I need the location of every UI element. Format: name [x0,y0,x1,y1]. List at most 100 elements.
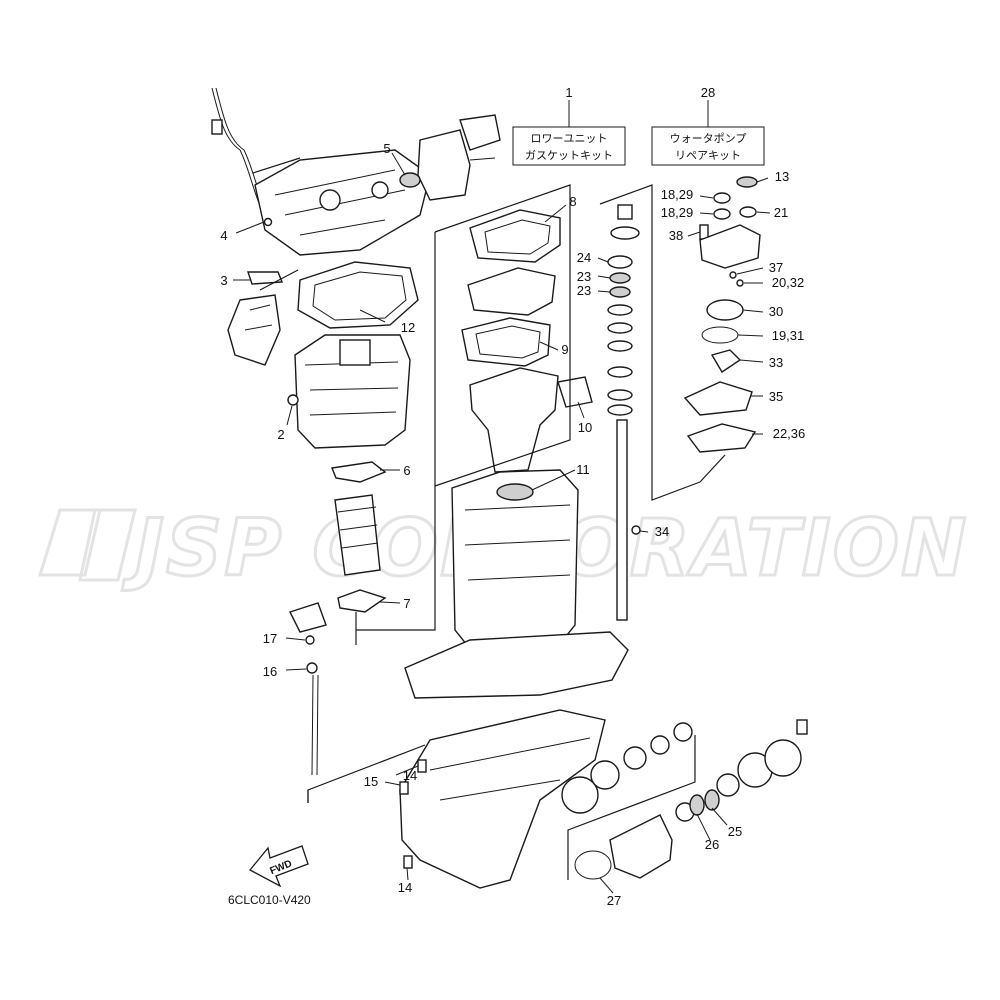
o-ring-37 [729,271,737,279]
seal-23a [609,272,631,284]
lead-13 [756,177,769,183]
callout-21: 21 [774,205,788,220]
shaft-washer-5 [607,389,633,401]
o-ring-34 [631,525,641,535]
bracket-3 [259,269,299,291]
shaft-washer-3 [607,340,633,352]
prop-shaft-housing [609,814,673,879]
lead-4 [235,221,265,234]
callout-12: 12 [401,320,415,335]
lead-15 [384,781,401,786]
shaft-washer-6 [607,404,633,416]
insert-30 [706,299,744,321]
o-ring-27 [574,850,612,880]
o-ring-16 [306,662,318,674]
seal-17 [305,635,315,645]
callout-27: 27 [607,893,621,908]
seal-25 [704,789,720,811]
lead-18a [699,195,714,199]
o-ring-19 [701,326,739,344]
seal-11 [496,483,534,501]
callout-26: 26 [705,837,719,852]
shaft-bolt [617,204,633,220]
lead-14a [395,765,419,776]
callout-18-29a: 18,29 [661,187,694,202]
seal-21 [739,206,757,218]
callout-7: 7 [403,596,410,611]
gasket-6 [331,461,387,483]
lead-27 [599,877,614,894]
callout-17: 17 [263,631,277,646]
shaft-washer-2 [607,322,633,334]
lead-33 [739,359,764,363]
lead-19 [737,334,764,337]
lead-5 [391,152,406,176]
bracket-4-top [252,157,301,174]
pump-housing [699,224,761,269]
bolt-right [796,719,808,735]
callout-15: 15 [364,774,378,789]
clip-3 [247,271,284,285]
bolt-top-left [211,119,223,135]
callout-4: 4 [220,228,227,243]
lead-38 [687,231,701,237]
callout-11: 11 [576,462,590,477]
gasket-8 [469,209,561,263]
shift-rod-outline [316,674,319,776]
drive-shaft [616,419,628,621]
lead-24 [597,257,609,263]
callout-23b: 23 [577,283,591,298]
gear-ring [590,760,620,790]
grommet-5 [399,172,421,188]
plate-35 [683,381,753,416]
lead-10 [577,401,585,419]
lead-23a [597,275,611,279]
bearing-3 [673,722,693,742]
callout-13: 13 [775,169,789,184]
gasket-8-inner [484,219,551,255]
gasket-9 [461,317,551,367]
lead-26 [696,813,711,841]
frame-pump [599,184,701,501]
lead-25 [711,807,728,826]
callout-8: 8 [569,194,576,209]
hose [211,87,266,216]
seal-7 [337,589,387,613]
bearing-1 [623,746,647,770]
callout-24: 24 [577,250,591,265]
kit-28-line1: ウォータポンプ [670,132,747,145]
callout-35: 35 [769,389,783,404]
callout-2: 2 [277,427,284,442]
fwd-arrow-icon [248,845,309,888]
callout-38: 38 [669,228,683,243]
casting-boss-2 [371,181,389,199]
mount-bracket [417,129,471,201]
exhaust-manifold [469,367,559,473]
exhaust-guide-ribs [337,506,379,549]
fwd-arrow: FWD [248,845,309,888]
seal-26 [689,794,705,816]
gasket-9-inner [475,325,541,359]
exhaust-guide [334,494,381,576]
o-ring-4 [263,217,273,227]
o-ring-24 [607,255,633,269]
bearing-2 [650,735,670,755]
callout-1: 1 [565,85,572,100]
callout-25: 25 [728,824,742,839]
mount-cap [459,114,501,151]
gearcase-ribs [429,737,591,801]
casting-boss [319,189,341,211]
lead-16 [285,668,307,671]
shaft-washer-1 [607,304,633,316]
lead-8 [544,204,567,223]
upper-casing [451,469,579,656]
impeller-33 [710,349,742,373]
callout-30: 30 [769,304,783,319]
callout-14b: 14 [398,880,412,895]
frame-pump-tail [699,454,726,483]
callout-20-32: 20,32 [772,275,805,290]
seal-18a [713,192,731,204]
lead-21 [756,211,771,214]
callout-9: 9 [561,342,568,357]
